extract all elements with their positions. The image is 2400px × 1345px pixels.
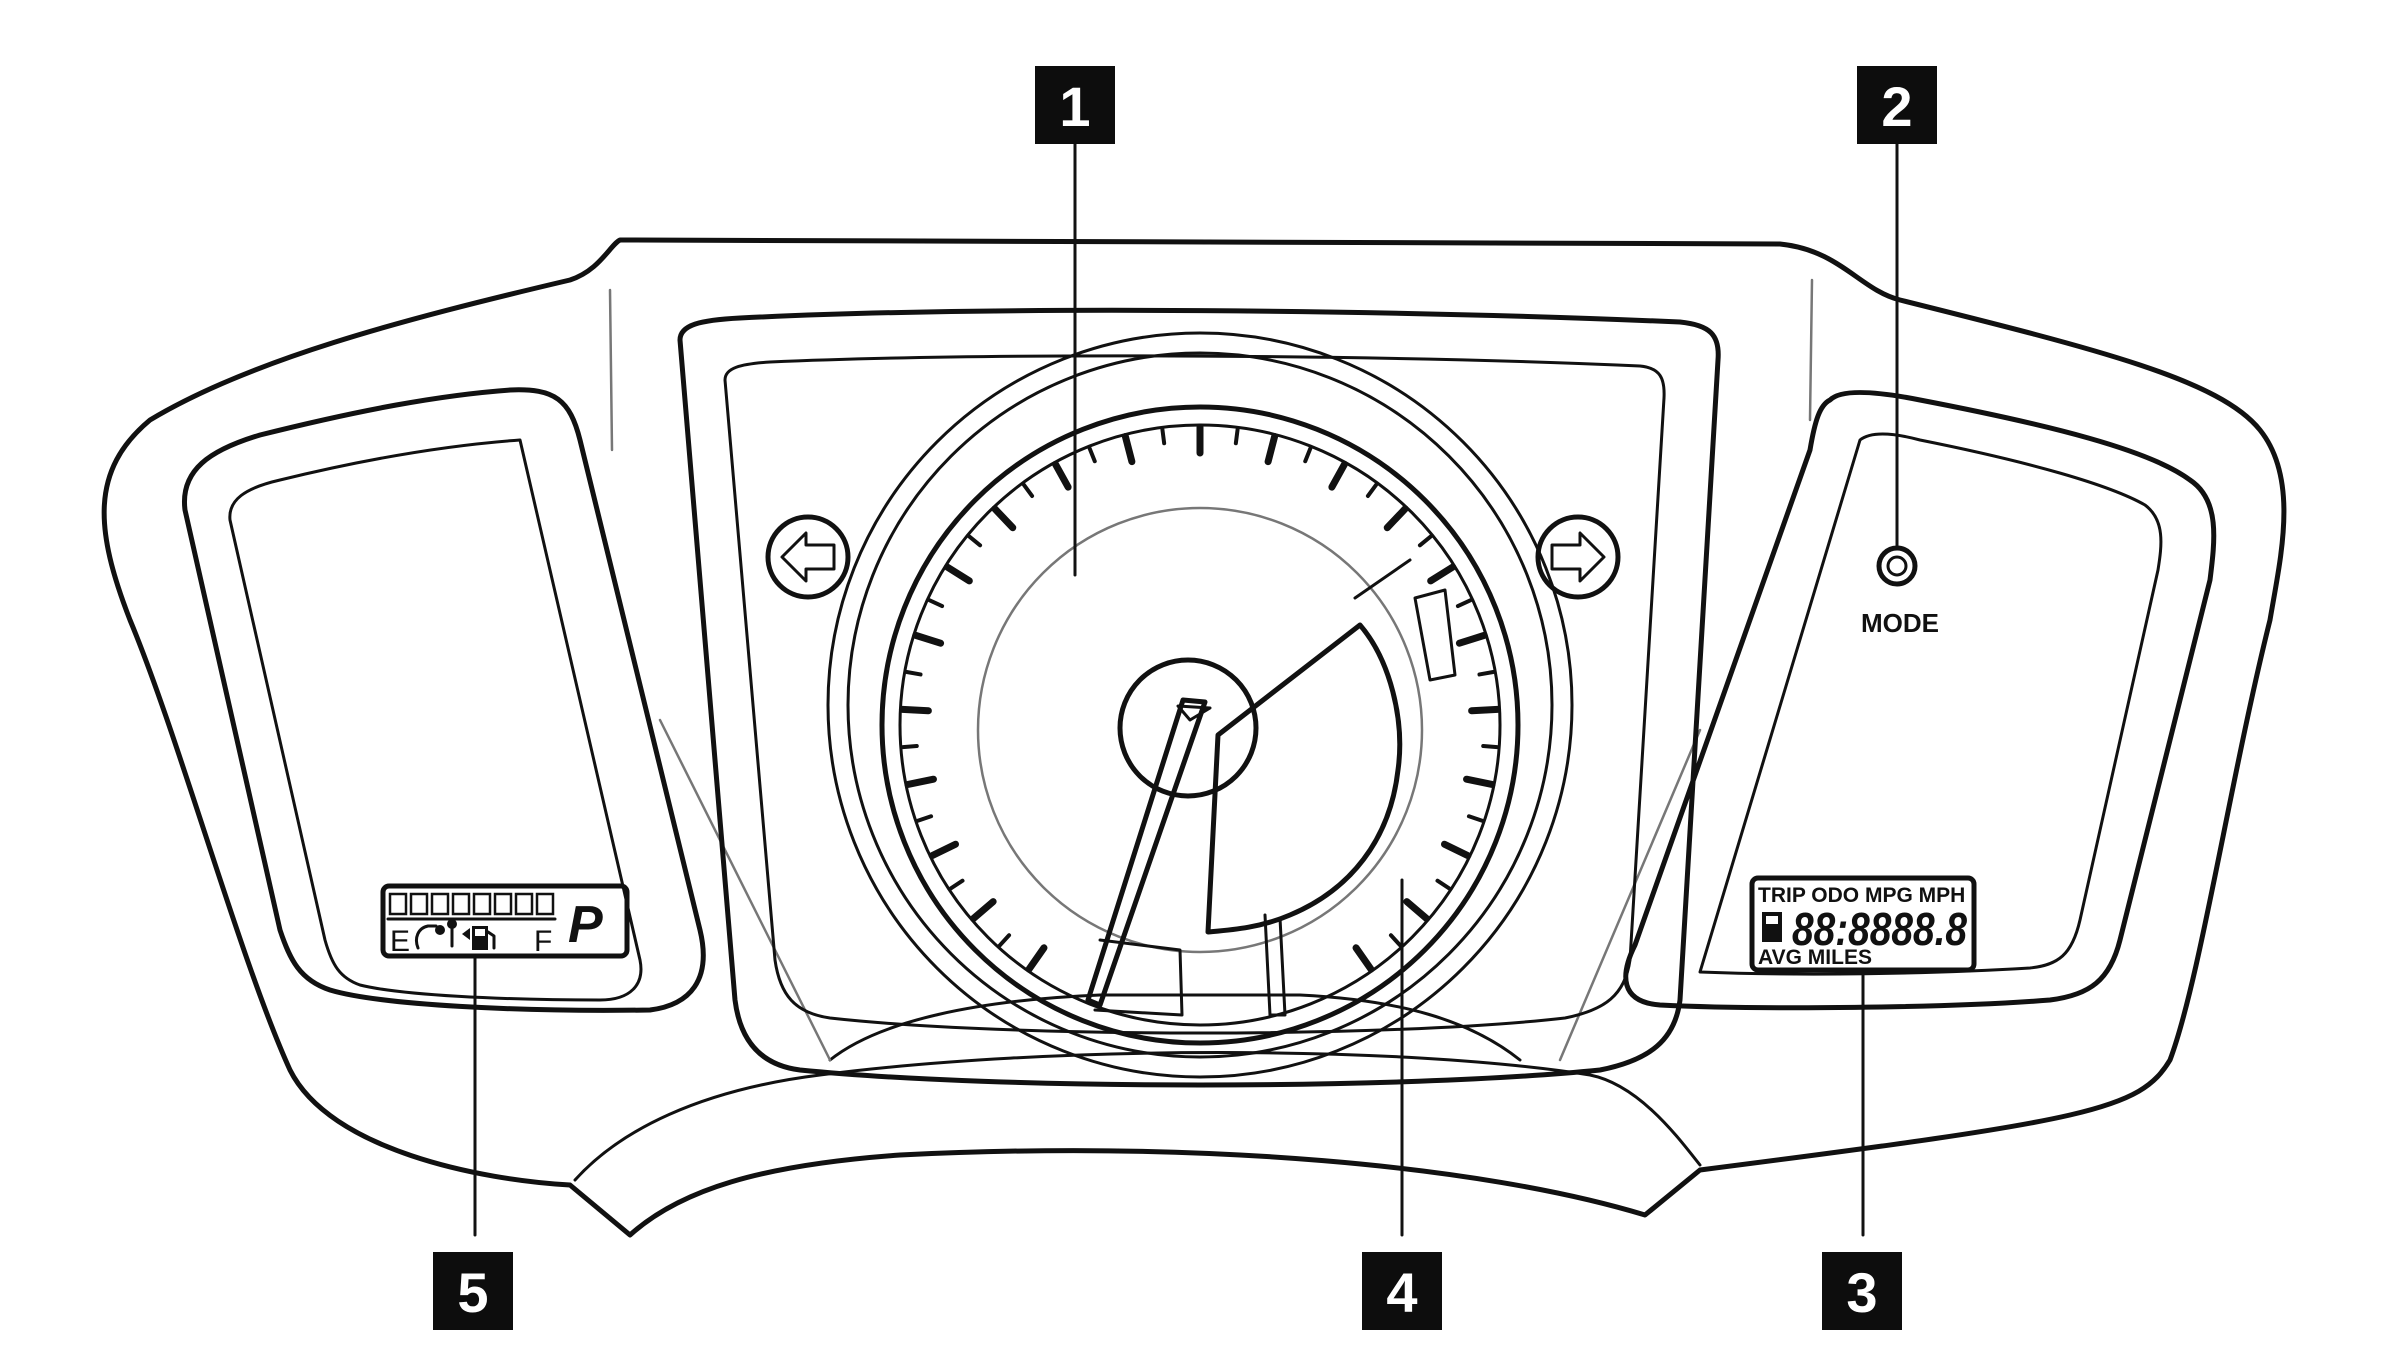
- seatbelt-icon: [414, 924, 445, 950]
- dial-tick: [1403, 898, 1431, 923]
- dial-tick: [927, 598, 945, 609]
- speedometer-ticks: [898, 423, 1502, 973]
- dial-tick: [915, 814, 934, 823]
- dial-tick: [1087, 446, 1097, 464]
- gear-position-indicator: P: [568, 896, 603, 954]
- speedometer-needle: [1085, 697, 1208, 1008]
- dial-tick: [1365, 482, 1379, 498]
- dial-tick: [967, 534, 983, 548]
- dial-tick: [1383, 505, 1409, 532]
- dial-tick: [904, 775, 937, 788]
- needle-hub: [1117, 657, 1259, 799]
- callout-leaders: [473, 138, 1899, 1237]
- dial-tick: [1233, 427, 1240, 446]
- dial-tick: [1468, 705, 1502, 715]
- fuel-empty-label: E: [390, 925, 410, 958]
- fuel-segment: [514, 892, 534, 916]
- mode-button-label: MODE: [1861, 608, 1939, 638]
- dial-tick: [1025, 944, 1048, 973]
- dial-tick: [1264, 432, 1279, 466]
- trip-odometer-lcd: TRIP ODO MPG MPH 88:8888.8 AVG MILES: [1749, 875, 1977, 973]
- dial-tick: [1463, 775, 1496, 788]
- callout-4: 4: [1362, 1252, 1442, 1330]
- fuel-segment: [451, 892, 471, 916]
- key-icon: [447, 919, 470, 948]
- center-info-display: [1205, 622, 1403, 935]
- left-turn-signal-icon: [765, 514, 851, 600]
- dial-tick: [928, 840, 960, 860]
- dial-tick: [1328, 460, 1348, 491]
- dial-tick: [969, 898, 997, 923]
- right-turn-signal-icon: [1535, 514, 1621, 600]
- right-pod: [1558, 278, 2217, 1062]
- callout-2: 2: [1857, 66, 1937, 144]
- dial-tick: [1455, 631, 1488, 647]
- callout-3: 3: [1822, 1252, 1902, 1330]
- callout-5: 5: [433, 1252, 513, 1330]
- dial-tick: [1352, 944, 1375, 973]
- dial-tick: [1121, 432, 1136, 466]
- fuel-pump-icon: [472, 926, 496, 950]
- fuel-segment: [535, 892, 555, 916]
- fuel-segment: [430, 892, 450, 916]
- dial-tick: [1427, 563, 1457, 585]
- dial-tick: [1477, 669, 1496, 677]
- fuel-segment: [493, 892, 513, 916]
- fuel-segment: [409, 892, 429, 916]
- fuel-full-label: F: [534, 925, 552, 958]
- dial-tick: [1440, 840, 1472, 860]
- dial-tick: [1435, 878, 1452, 891]
- svg-text:3: 3: [1846, 1261, 1877, 1324]
- dial-tick: [1160, 427, 1167, 446]
- lcd-digits: 88:8888.8: [1792, 903, 1967, 955]
- svg-text:4: 4: [1386, 1261, 1417, 1324]
- dial-tick: [991, 505, 1017, 532]
- dial-tick: [1417, 534, 1433, 548]
- mode-button[interactable]: [1876, 545, 1918, 587]
- left-pod: [181, 288, 832, 1062]
- svg-text:1: 1: [1059, 75, 1090, 138]
- dial-tick: [1052, 460, 1072, 491]
- fuel-gauge-lcd: E F P: [380, 883, 630, 959]
- fuel-segment: [388, 892, 408, 916]
- dial-tick: [1303, 446, 1313, 464]
- callout-1: 1: [1035, 66, 1115, 144]
- dial-tick: [1388, 933, 1403, 948]
- center-bezel: [677, 307, 1721, 1088]
- fuel-level-segments: [388, 892, 555, 916]
- lcd-header: TRIP ODO MPG MPH: [1758, 884, 1965, 907]
- dial-tick: [1481, 744, 1500, 750]
- svg-text:2: 2: [1881, 75, 1912, 138]
- dial-tick: [997, 933, 1012, 948]
- dial-tick: [900, 744, 919, 750]
- speedometer-dial: [826, 331, 1574, 1079]
- dial-tick: [904, 669, 923, 677]
- dial-tick: [1021, 482, 1035, 498]
- dial-tick: [912, 631, 945, 647]
- fuel-segment: [472, 892, 492, 916]
- dial-tick: [1466, 814, 1485, 823]
- svg-text:5: 5: [457, 1261, 488, 1324]
- dial-tick: [943, 563, 973, 585]
- dial-tick: [898, 705, 932, 715]
- dial-tick: [948, 878, 965, 891]
- dial-tick: [1455, 598, 1473, 609]
- fuel-pump-small-icon: [1762, 912, 1782, 942]
- lcd-footer: AVG MILES: [1758, 946, 1872, 969]
